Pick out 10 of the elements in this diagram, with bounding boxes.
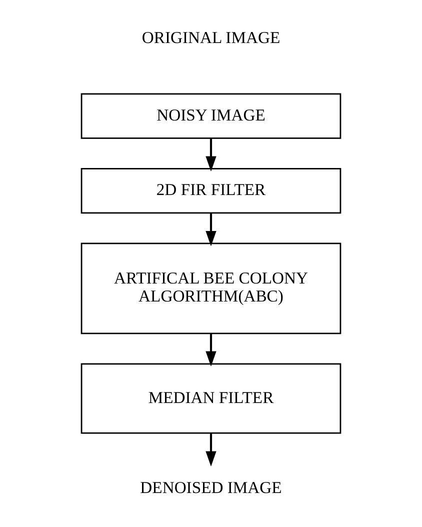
arrow	[206, 333, 216, 367]
node-box: 2D FIR FILTER	[80, 168, 342, 214]
node-box: NOISY IMAGE	[80, 93, 342, 139]
node-box: ARTIFICAL BEE COLONY ALGORITHM(ABC)	[80, 242, 342, 334]
label: ORIGINAL IMAGE	[142, 28, 280, 47]
node-text: DENOISED IMAGE	[140, 478, 282, 497]
arrow	[206, 213, 216, 246]
arrow	[206, 433, 216, 466]
node-box: MEDIAN FILTER	[80, 363, 342, 434]
arrow	[206, 138, 216, 172]
